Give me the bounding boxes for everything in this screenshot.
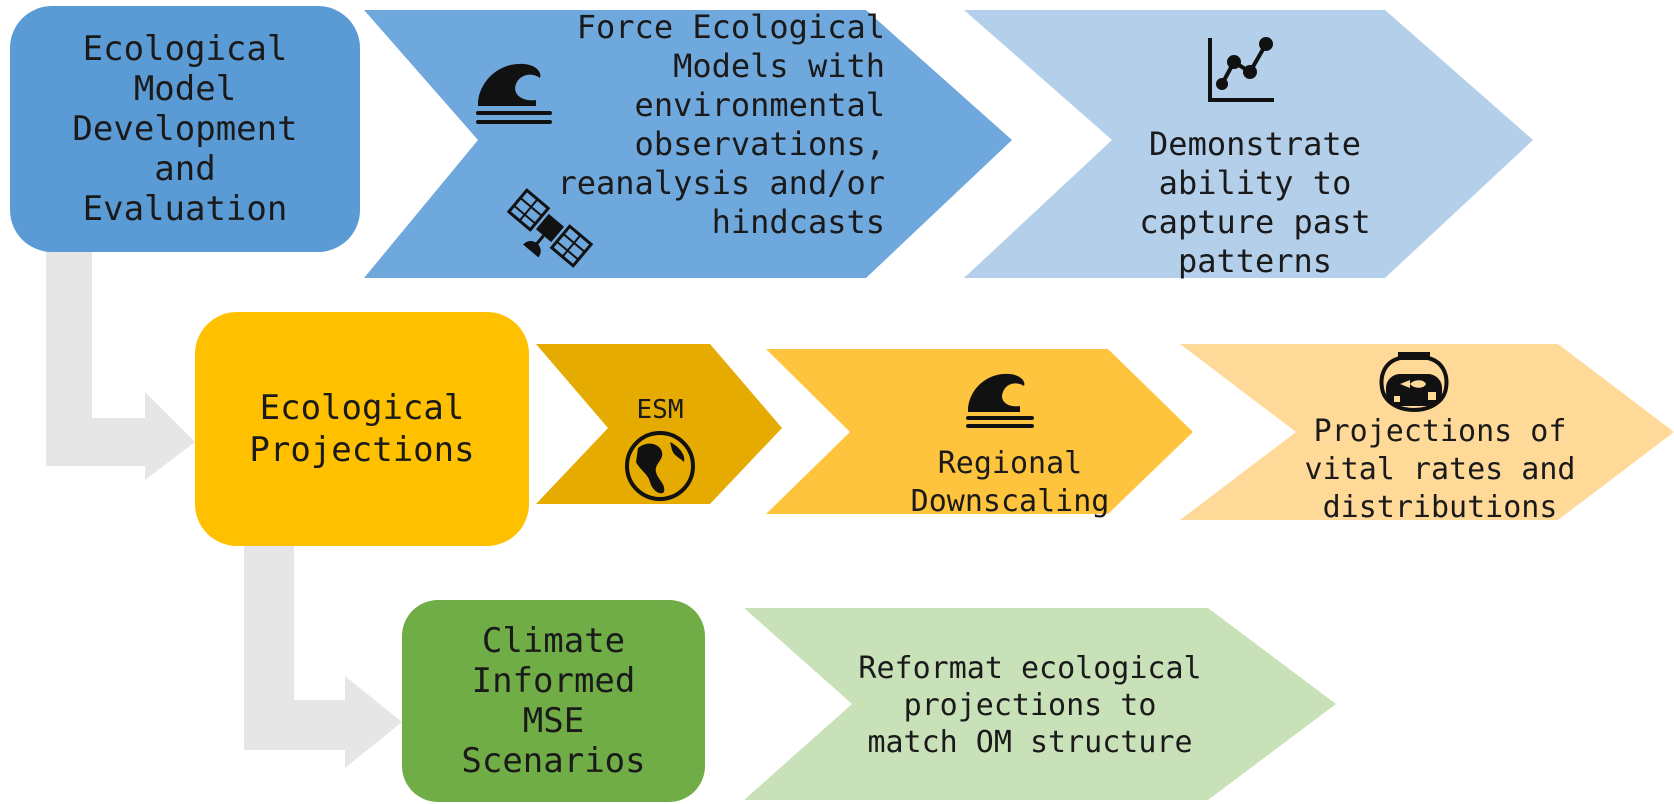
stage-title-mse-scenarios: Climate Informed MSE Scenarios — [402, 600, 705, 802]
chevron-esm — [536, 344, 782, 504]
chevron-force-models — [364, 10, 1012, 278]
wave-icon — [966, 373, 1034, 428]
step-demonstrate-ability: Demonstrate ability to capture past patt… — [1139, 125, 1371, 280]
line-chart-icon — [1208, 37, 1274, 102]
fishbowl-icon — [1379, 352, 1449, 413]
stage-title-model-development: Ecological Model Development and Evaluat… — [10, 6, 360, 252]
chevron-demonstrate — [964, 10, 1533, 278]
satellite-icon — [506, 188, 594, 268]
wave-icon — [476, 63, 552, 124]
globe-icon — [625, 431, 695, 501]
chevron-vital-rates — [1180, 344, 1674, 520]
chevron-regional — [766, 349, 1193, 514]
step-reformat-projections: Reformat ecological projections to match… — [858, 651, 1202, 760]
step-vital-rates: Projections of vital rates and distribut… — [1304, 414, 1576, 525]
step-force-models: Force Ecological Models with environment… — [557, 8, 885, 241]
stage-title-ecological-projections: Ecological Projections — [195, 312, 529, 546]
connector-arrow-1 — [46, 246, 195, 480]
step-regional-downscaling: Regional Downscaling — [910, 446, 1110, 519]
connector-arrow-2 — [244, 540, 402, 768]
step-esm: ESM — [636, 395, 684, 425]
chevron-reformat — [744, 608, 1336, 800]
